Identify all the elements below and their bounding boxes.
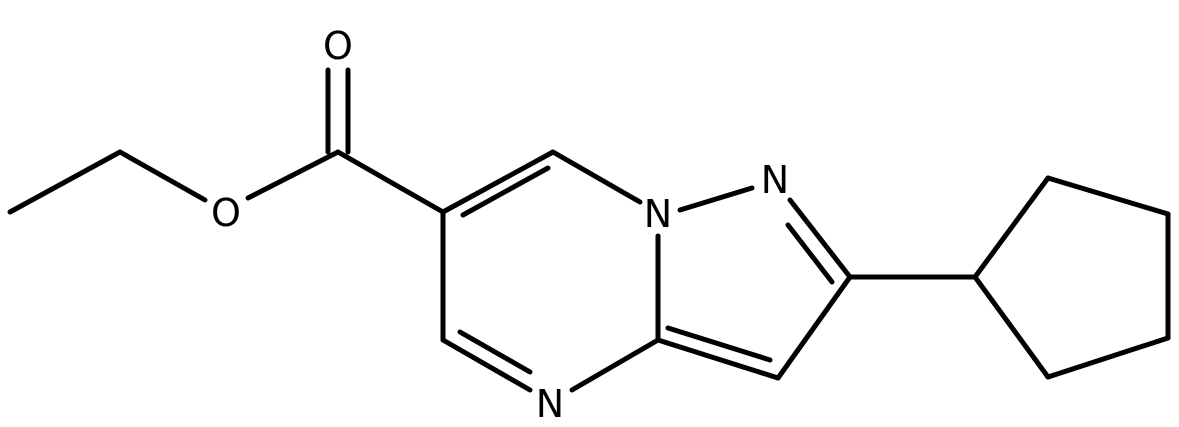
bond-c3a-n-pyrimidine	[569, 337, 661, 393]
atom-label-carbonyl-oxygen: O	[323, 24, 353, 68]
atom-label-bridge-nitrogen: N	[644, 192, 672, 236]
bond-c6-c7	[440, 149, 556, 215]
bond-carbonyl-ring	[335, 149, 446, 215]
bond-n-pyrimidine-c5	[440, 337, 533, 393]
bond-cp-5	[972, 274, 1051, 380]
atom-pyrimidine-nitrogen: N	[536, 382, 564, 426]
bond-ch3-ch2	[7, 149, 123, 215]
bond-cp-4	[1045, 335, 1171, 380]
atom-label-pyrimidine-nitrogen: N	[536, 382, 564, 426]
bond-c7-n-bridge	[550, 149, 643, 205]
bond-ch2-o	[117, 149, 208, 203]
atom-carbonyl-oxygen: O	[323, 24, 353, 68]
bond-c6-c7-inner	[460, 165, 551, 218]
bond-n-bridge-n-pyrazole	[677, 185, 755, 213]
bond-c3-c3a-inner	[665, 325, 773, 363]
bond-c2-c3	[775, 274, 853, 381]
bond-n-pyrazole-c2-inner	[785, 222, 835, 285]
atom-label-ester-oxygen: O	[211, 191, 241, 235]
atom-ester-oxygen: O	[211, 191, 241, 235]
atom-label-pyrazole-nitrogen: N	[761, 158, 789, 202]
atom-bridge-nitrogen: N	[644, 192, 672, 236]
bond-c3-c3a	[655, 337, 781, 381]
bond-cp-1	[972, 175, 1051, 280]
bond-n-pyrazole-c2	[787, 197, 853, 280]
atom-pyrazole-nitrogen: N	[761, 158, 789, 202]
bond-cp-2	[1045, 175, 1171, 217]
bond-o-carbonyl-c	[245, 149, 341, 201]
bond-n-pyrimidine-c5-inner	[457, 329, 533, 375]
